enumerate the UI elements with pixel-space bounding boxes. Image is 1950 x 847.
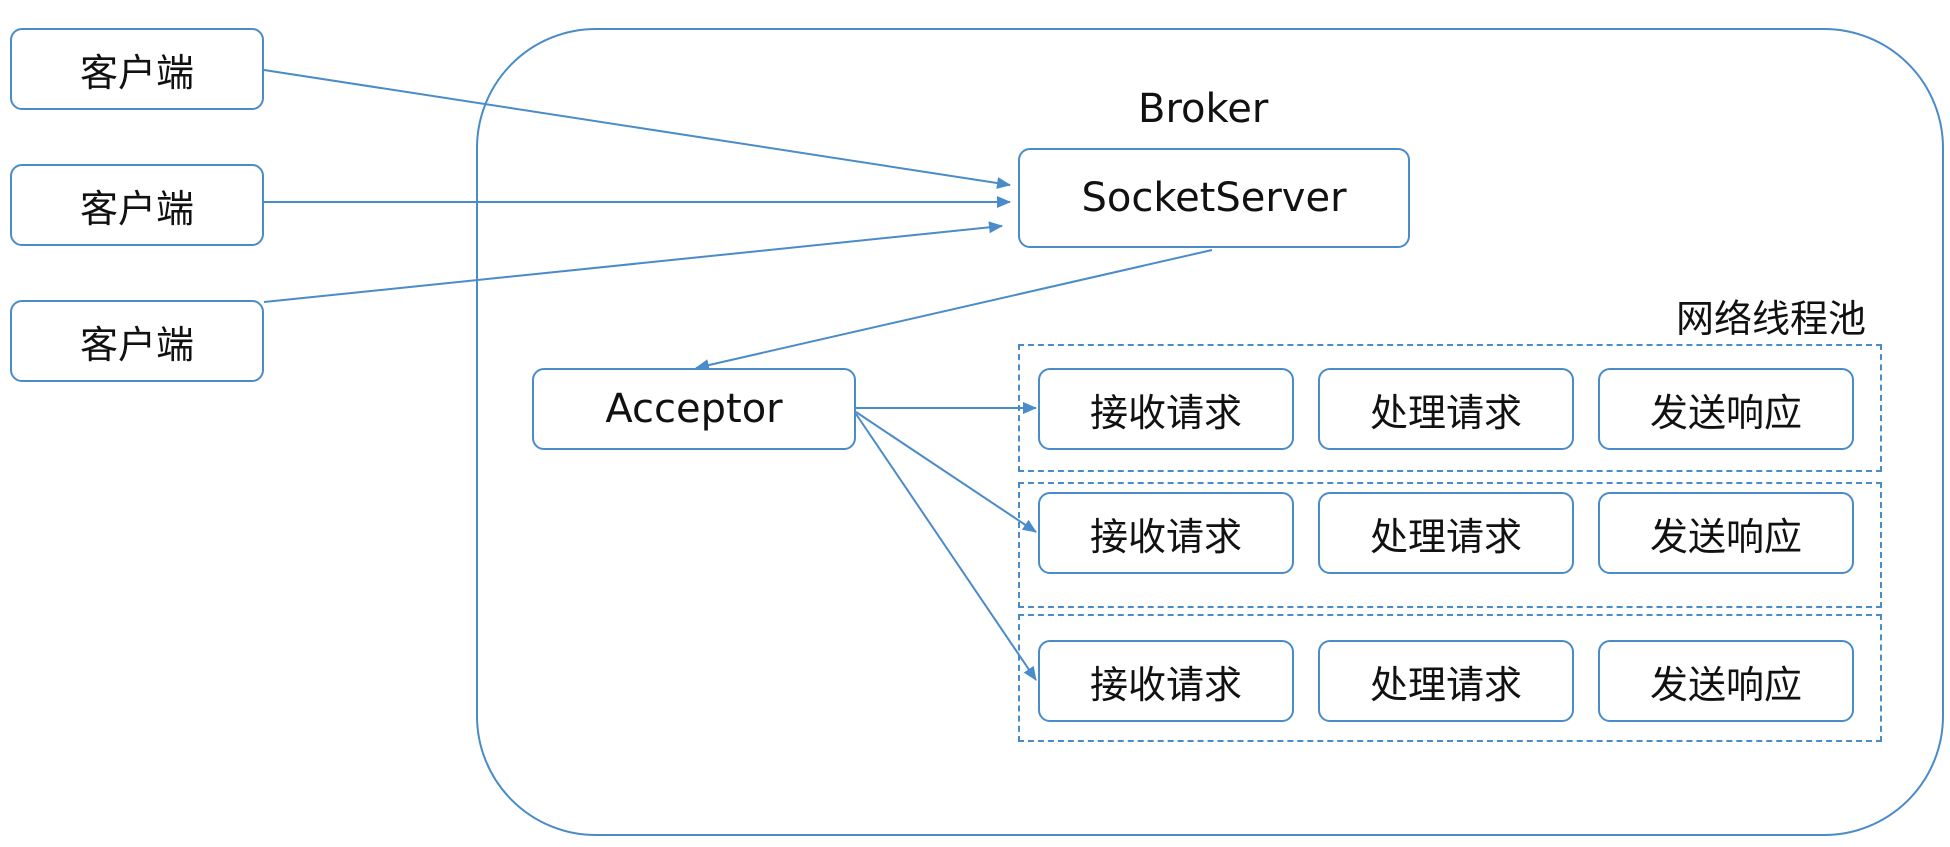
thread-pool-title: 网络线程池 <box>1676 297 1867 341</box>
arrow-client-1-to-socketserver <box>263 69 1011 189</box>
receive-request-node-1: 接收请求 <box>1038 368 1294 450</box>
client-node-1: 客户端 <box>10 28 264 110</box>
arrow-acceptor-to-thread-2 <box>855 411 1037 533</box>
arrow-client-3-to-socketserver <box>263 221 1003 303</box>
send-response-node-2: 发送响应 <box>1598 492 1854 574</box>
process-request-node-3: 处理请求 <box>1318 640 1574 722</box>
socketserver-node: SocketServer <box>1018 148 1410 248</box>
client-node-3: 客户端 <box>10 300 264 382</box>
broker-frame <box>476 28 1944 836</box>
receive-request-node-2: 接收请求 <box>1038 492 1294 574</box>
arrow-socketserver-to-acceptor <box>695 249 1213 371</box>
acceptor-node: Acceptor <box>532 368 856 450</box>
process-request-node-2: 处理请求 <box>1318 492 1574 574</box>
thread-row-2 <box>1018 482 1882 608</box>
process-request-node-1: 处理请求 <box>1318 368 1574 450</box>
receive-request-node-3: 接收请求 <box>1038 640 1294 722</box>
client-node-2: 客户端 <box>10 164 264 246</box>
send-response-node-3: 发送响应 <box>1598 640 1854 722</box>
thread-row-3 <box>1018 614 1882 742</box>
send-response-node-1: 发送响应 <box>1598 368 1854 450</box>
arrow-acceptor-to-thread-3 <box>855 413 1037 681</box>
broker-title: Broker <box>1138 86 1269 132</box>
thread-row-1 <box>1018 344 1882 472</box>
